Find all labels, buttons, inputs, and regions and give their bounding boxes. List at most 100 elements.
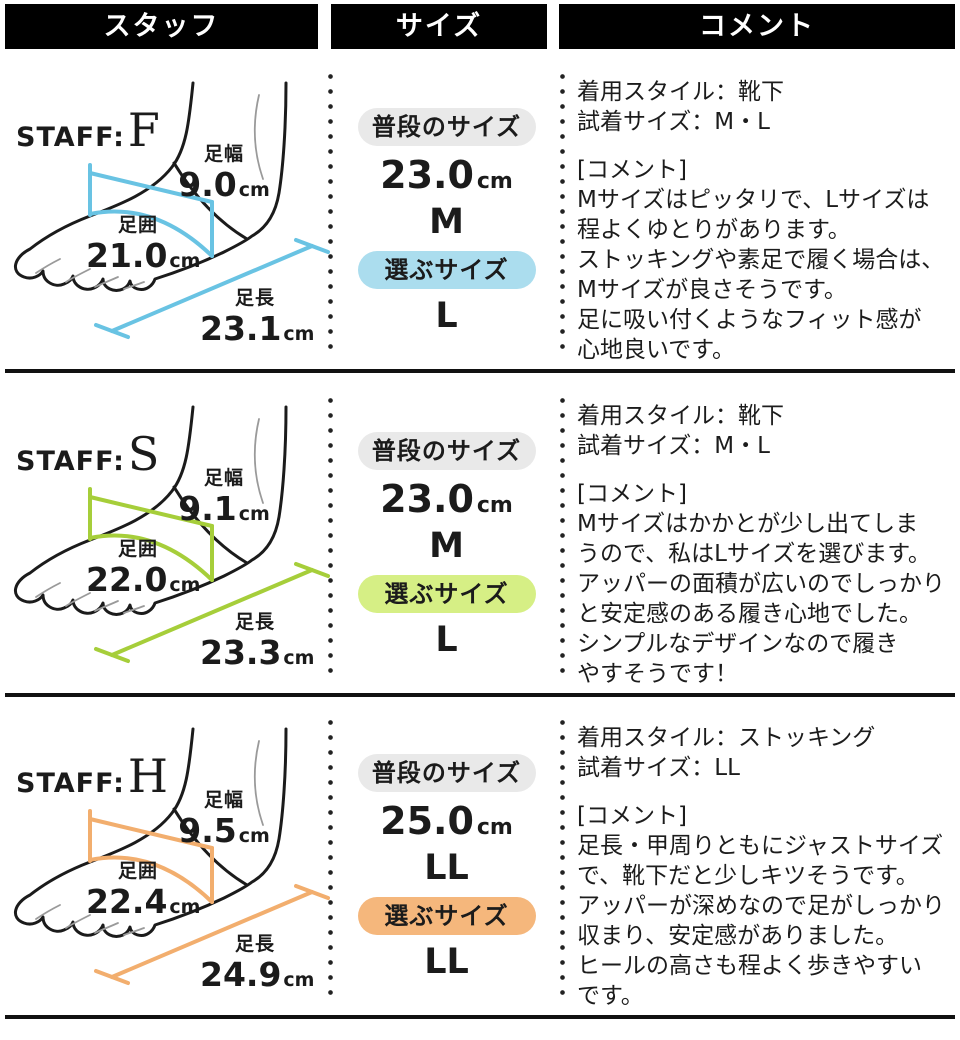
foot-girth-value: 21.0 (86, 236, 168, 275)
foot-length-value: 23.3 (200, 633, 282, 672)
cm-unit: cm (169, 250, 201, 272)
column-header-staff: スタッフ (5, 4, 318, 49)
foot-width-value: 9.5 (178, 811, 237, 850)
dotted-divider (328, 69, 333, 355)
cm-unit: cm (169, 896, 201, 918)
foot-length-label: 足長 (234, 933, 275, 955)
measurement-lines (88, 487, 330, 663)
try-sizes-line: 試着サイズ：M・L (577, 433, 770, 459)
usual-size-badge: 普段のサイズ (357, 108, 536, 146)
measurement-lines (88, 163, 330, 339)
try-sizes-line: 試着サイズ：LL (577, 755, 740, 781)
foot-girth-value: 22.4 (86, 882, 168, 921)
comment-cell: 着用スタイル：靴下 試着サイズ：M・L [コメント] Mサイズはかかとが少し出て… (563, 377, 957, 693)
foot-illustration (14, 81, 330, 339)
picked-size-letter: L (435, 296, 458, 336)
staff-prefix: STAFF: (16, 122, 125, 153)
foot-girth-label: 足囲 (117, 860, 158, 882)
comment-title: [コメント] (577, 157, 687, 183)
comment-title: [コメント] (577, 803, 687, 829)
foot-girth-label: 足囲 (117, 214, 158, 236)
table-header: スタッフ サイズ コメント (0, 4, 960, 53)
staff-initial: H (127, 749, 168, 803)
row-separator (5, 693, 955, 697)
staff-prefix: STAFF: (16, 446, 125, 477)
staff-initial: S (127, 427, 160, 481)
foot-width-label: 足幅 (203, 143, 244, 165)
usual-size-letter: M (429, 526, 464, 566)
usual-size-badge: 普段のサイズ (357, 754, 536, 792)
wear-style-line: 着用スタイル：ストッキング (577, 725, 876, 751)
dotted-divider (560, 69, 565, 355)
column-header-comment: コメント (559, 4, 955, 49)
foot-length-label: 足長 (234, 287, 275, 309)
comment-body: 足長・甲周りともにジャストサイズ で、靴下だと少しキツそうです。 アッパーが深め… (577, 833, 945, 1009)
foot-length-value: 24.9 (200, 955, 282, 994)
usual-size-letter: LL (424, 848, 469, 888)
cm-unit: cm (238, 503, 270, 525)
foot-length-value: 23.1 (200, 309, 282, 348)
wear-style-line: 着用スタイル：靴下 (577, 403, 784, 429)
foot-illustration (14, 727, 330, 985)
staff-name-label: STAFF: H (16, 749, 168, 803)
foot-width-value: 9.0 (178, 165, 237, 204)
dotted-divider (560, 393, 565, 679)
cm-unit: cm (169, 574, 201, 596)
cm-unit: cm (238, 825, 270, 847)
comment-body: Mサイズはかかとが少し出てしま うので、私はLサイズを選びます。 アッパーの面積… (577, 511, 945, 687)
cm-unit: cm (283, 647, 315, 669)
row-separator (5, 369, 955, 373)
picked-size-letter: L (435, 620, 458, 660)
column-header-size: サイズ (331, 4, 547, 49)
cm-unit: cm (283, 969, 315, 991)
dotted-divider (328, 393, 333, 679)
picked-size-letter: LL (424, 942, 469, 982)
picked-size-badge: 選ぶサイズ (357, 575, 536, 613)
foot-width-label: 足幅 (203, 789, 244, 811)
row-separator (5, 1015, 955, 1019)
picked-size-badge: 選ぶサイズ (357, 251, 536, 289)
foot-length-label: 足長 (234, 611, 275, 633)
picked-size-badge: 選ぶサイズ (357, 897, 536, 935)
measurement-lines (88, 809, 330, 985)
comment-title: [コメント] (577, 481, 687, 507)
staff-prefix: STAFF: (16, 768, 125, 799)
usual-size-badge: 普段のサイズ (357, 432, 536, 470)
staff-name-label: STAFF: S (16, 427, 159, 481)
foot-illustration (14, 405, 330, 663)
foot-girth-value: 22.0 (86, 560, 168, 599)
foot-girth-label: 足囲 (117, 538, 158, 560)
comment-cell: 着用スタイル：靴下 試着サイズ：M・L [コメント] Mサイズはピッタリで、Lサ… (563, 53, 957, 369)
foot-width-label: 足幅 (203, 467, 244, 489)
cm-unit: cm (238, 179, 270, 201)
cm-unit: cm (283, 323, 315, 345)
wear-style-line: 着用スタイル：靴下 (577, 79, 784, 105)
try-sizes-line: 試着サイズ：M・L (577, 109, 770, 135)
comment-cell: 着用スタイル：ストッキング 試着サイズ：LL [コメント] 足長・甲周りともにジ… (563, 699, 957, 1015)
dotted-divider (560, 715, 565, 1001)
usual-size-letter: M (429, 202, 464, 242)
staff-name-label: STAFF: F (16, 103, 160, 157)
staff-initial: F (127, 103, 160, 157)
